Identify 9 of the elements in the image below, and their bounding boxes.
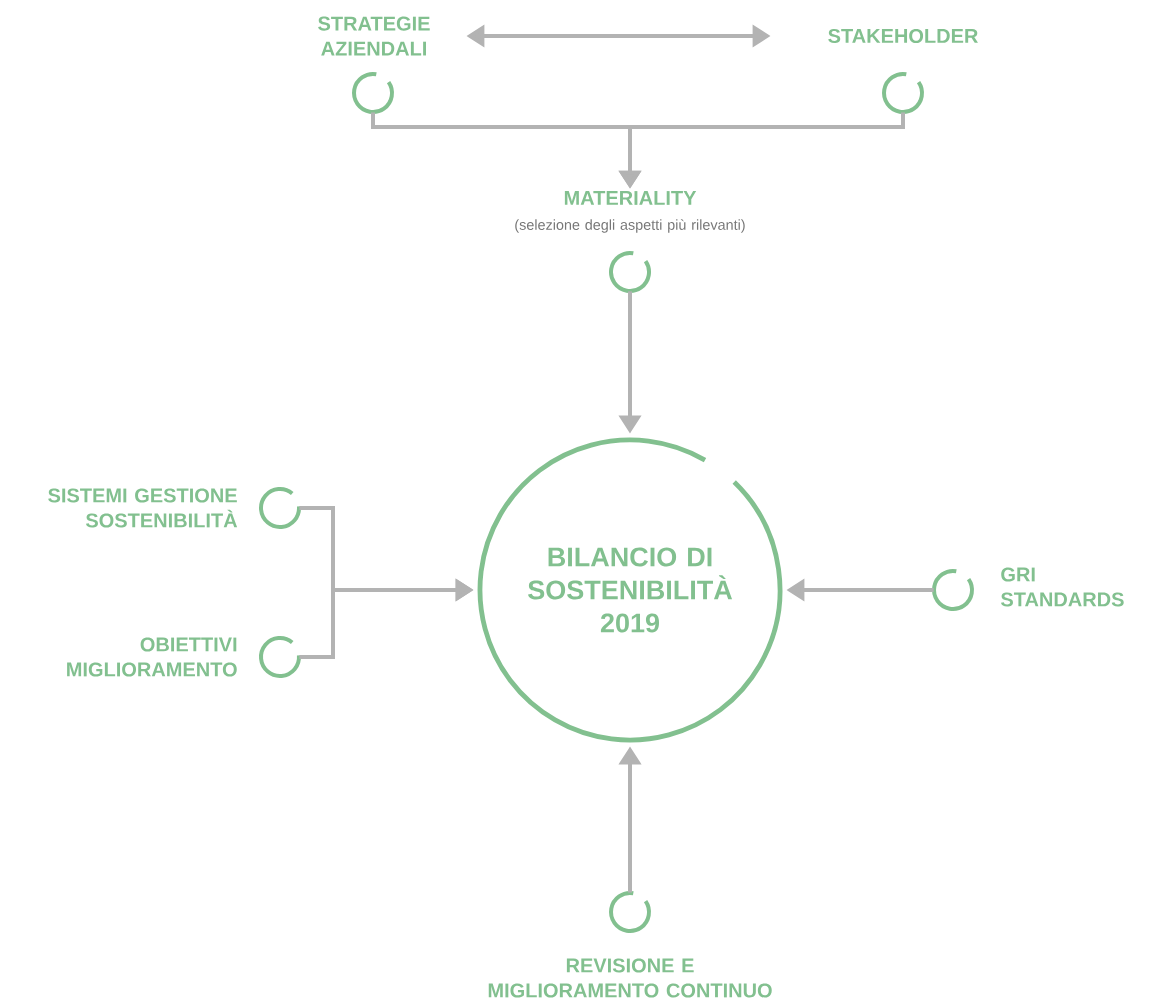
label-text: OBIETTIVI MIGLIORAMENTO [67, 637, 237, 677]
label-text: GRI STANDARDS [1000, 567, 1124, 607]
label-text: STAKEHOLDER [828, 28, 978, 44]
title-text: BILANCIO DI SOSTENIBILITÀ 2019 [528, 547, 733, 633]
label-text: REVISIONE E MIGLIORAMENTO CONTINUO [488, 958, 772, 998]
label-text: STRATEGIE AZIENDALI [318, 16, 430, 56]
label-text: MATERIALITY [564, 191, 697, 205]
label-text: SISTEMI GESTIONE SOSTENIBILITÀ [48, 488, 238, 528]
subtitle-text: (selezione degli aspetti più rilevanti) [515, 219, 745, 233]
